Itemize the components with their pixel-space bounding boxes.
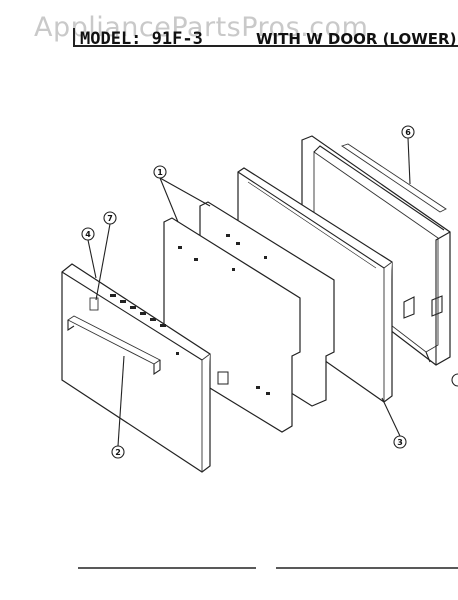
leader-3 [381, 397, 401, 437]
cutout [217, 371, 229, 385]
callout-number: 2 [115, 448, 121, 457]
outer-door-top [61, 271, 203, 361]
header: AppliancePartsPros.com MODEL: 91F-3 WITH… [34, 12, 458, 49]
vent-slot [160, 324, 166, 327]
rear-frame-top-edge [313, 145, 445, 231]
callout-number: 4 [85, 230, 91, 239]
slot [232, 268, 235, 271]
slot [178, 246, 182, 249]
leader-7 [95, 223, 111, 301]
vent-slot [130, 306, 136, 309]
part-7-clip [89, 297, 99, 311]
handle-end-left [67, 320, 75, 332]
section-title: WITH W DOOR (LOWER) [256, 30, 456, 48]
slot [236, 242, 240, 245]
watermark-text: AppliancePartsPros.com [34, 12, 368, 43]
screw-hole [176, 352, 179, 355]
part-4-outer-door [61, 263, 211, 473]
callout-number: 3 [397, 438, 403, 447]
leader-4 [87, 239, 97, 279]
bracket-right [431, 295, 443, 317]
bracket-left [403, 296, 415, 319]
callout-circle [81, 227, 95, 241]
handle-end-right [153, 360, 161, 376]
leader-2 [117, 355, 125, 447]
glass-strip [340, 143, 447, 213]
leader-6 [407, 137, 411, 185]
slot [256, 386, 260, 389]
callout-4: 4 [81, 227, 95, 241]
partial-callout-edge [451, 373, 458, 387]
rear-frame-side-edge [435, 231, 451, 365]
slot [226, 234, 230, 237]
slot [266, 392, 270, 395]
header-box-line [73, 28, 458, 47]
leader-lines [87, 137, 411, 447]
callout-1: 1 [153, 165, 167, 179]
callout-2: 2 [111, 445, 125, 459]
callout-circle [103, 211, 117, 225]
callout-number: 6 [405, 128, 411, 137]
callout-circle [393, 435, 407, 449]
vent-slot [120, 300, 126, 303]
vent-slot [140, 312, 146, 315]
callout-number: 1 [157, 168, 163, 177]
model-label: MODEL: 91F-3 [80, 29, 203, 49]
callout-circle [401, 125, 415, 139]
callout-circle [111, 445, 125, 459]
callout-7: 7 [103, 211, 117, 225]
inner-panel-top [237, 171, 385, 269]
slot [264, 256, 267, 259]
leader-1a [159, 177, 179, 223]
callout-number: 7 [107, 214, 113, 223]
leader-1b [159, 177, 211, 207]
callout-3: 3 [393, 435, 407, 449]
callout-circle [153, 165, 167, 179]
inner-panel-detail [247, 181, 377, 269]
frame-corner-line [425, 351, 431, 363]
outer-door-face [61, 263, 211, 473]
slot [194, 258, 198, 261]
vent-slot [110, 294, 116, 297]
vent-slot [150, 318, 156, 321]
callout-6: 6 [401, 125, 415, 139]
